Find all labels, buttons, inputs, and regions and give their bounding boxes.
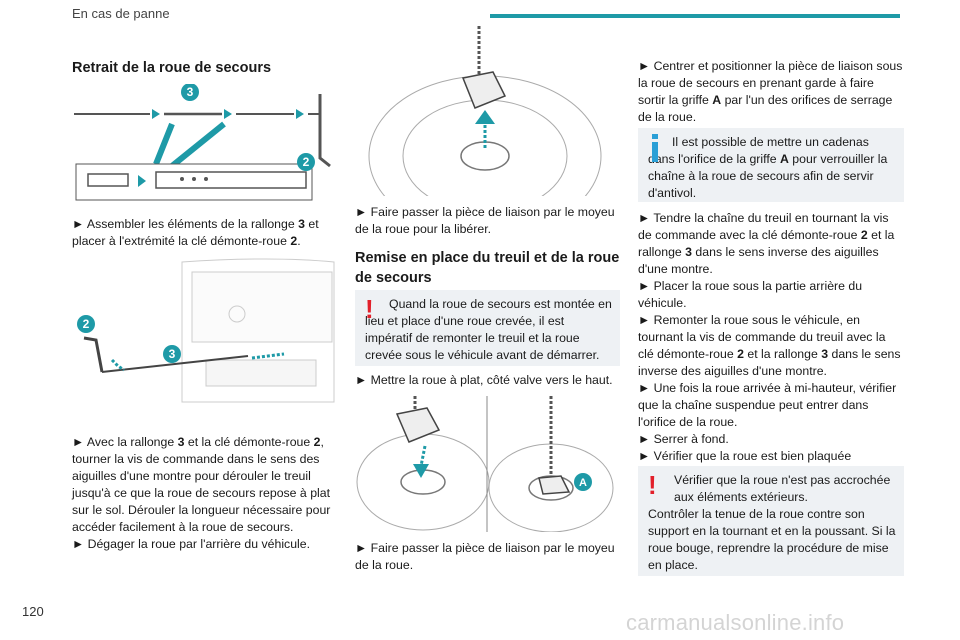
section-heading-refit: Remise en place du treuil et de la roue … <box>355 250 620 286</box>
callout-2b <box>77 315 95 333</box>
warning-icon-2: ! <box>648 470 657 500</box>
callout-2-label: 2 <box>303 155 310 169</box>
callout-3-label: 3 <box>187 85 194 99</box>
step-place: ► Placer la roue sous la partie arrière … <box>638 279 863 310</box>
section-title: En cas de panne <box>72 6 170 21</box>
paragraph-center-claw: ► Centrer et positionner la pièce de lia… <box>638 59 903 124</box>
extension-assembly-illustration: 3 2 <box>74 84 331 201</box>
header-accent-bar <box>490 14 900 18</box>
warning-box-drive: ! Quand la roue de secours est montée en… <box>355 290 620 366</box>
callout-A-label: A <box>579 477 587 489</box>
step-tighten: ► Serrer à fond. <box>638 432 729 446</box>
steps-list: ► Tendre la chaîne du treuil en tournant… <box>638 210 904 482</box>
paragraph-lay-flat: ► Mettre la roue à plat, côté valve vers… <box>355 373 613 387</box>
callout-3 <box>181 84 199 101</box>
paragraph-free-wheel: ► Faire passer la pièce de liaison par l… <box>355 205 615 236</box>
callout-3b <box>163 345 181 363</box>
callout-A <box>574 473 592 491</box>
warning-box-check: ! Vérifier que la roue n'est pas accroch… <box>638 466 904 576</box>
warning-text-2b: Contrôler la tenue de la roue contre son… <box>648 507 896 572</box>
paragraph-pass-hub: ► Faire passer la pièce de liaison par l… <box>355 541 615 572</box>
warning-icon: ! <box>365 294 374 324</box>
callout-2b-label: 2 <box>83 317 90 331</box>
paragraph-assemble: ► Assembler les éléments de la rallonge … <box>72 217 319 248</box>
wheel-release-illustration <box>368 26 602 196</box>
step-tension: ► Tendre la chaîne du treuil en tournant… <box>638 211 895 276</box>
step-raise: ► Remonter la roue sous le véhicule, en … <box>638 313 901 378</box>
info-box-padlock: Il est possible de mettre un cadenas dan… <box>638 128 904 202</box>
section-heading-removal: Retrait de la roue de secours <box>72 60 272 76</box>
hub-connection-illustration: A <box>356 396 614 532</box>
warning-text: Quand la roue de secours est montée en l… <box>365 297 612 362</box>
paragraph-unwind: ► Avec la rallonge 3 et la clé démonte-r… <box>72 435 331 534</box>
watermark: carmanualsonline.info <box>626 610 845 635</box>
vehicle-rear-illustration: 2 3 <box>77 258 335 403</box>
step-midway: ► Une fois la roue arrivée à mi-hauteur,… <box>638 381 897 429</box>
page-number: 120 <box>22 604 44 619</box>
info-text: Il est possible de mettre un cadenas dan… <box>648 135 888 200</box>
callout-2 <box>297 153 315 171</box>
info-icon <box>648 134 666 164</box>
paragraph-release: ► Dégager la roue par l'arrière du véhic… <box>72 537 311 551</box>
warning-text-2a: Vérifier que la roue n'est pas accrochée… <box>674 473 891 504</box>
callout-3b-label: 3 <box>169 347 176 361</box>
